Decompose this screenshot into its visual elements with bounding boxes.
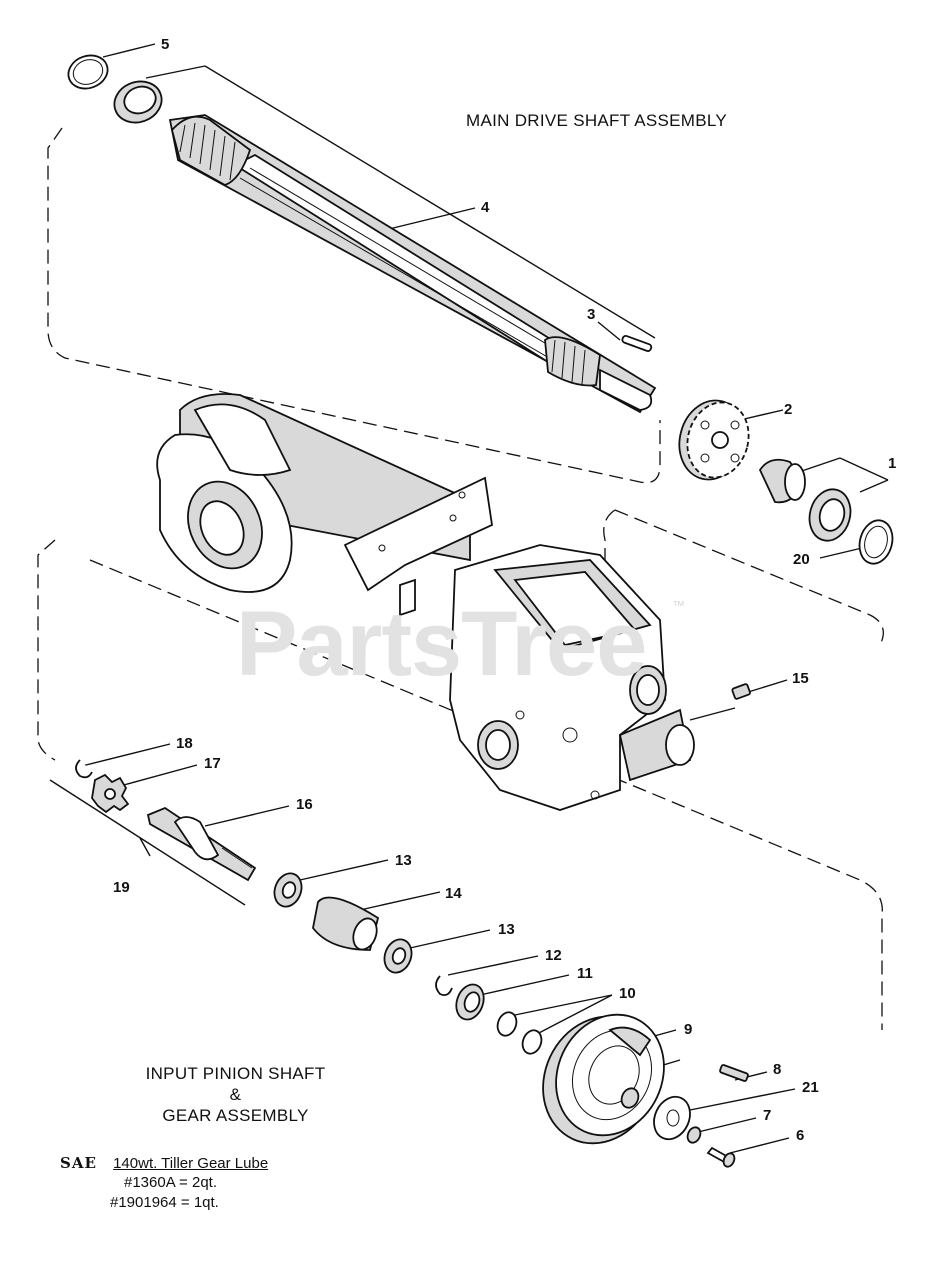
- callout-13-upper: 13: [395, 852, 412, 869]
- part-13-thrust-washer-a: [273, 872, 303, 908]
- callout-18: 18: [176, 735, 193, 752]
- main-drive-shaft-title: MAIN DRIVE SHAFT ASSEMBLY: [466, 111, 727, 130]
- callout-1: 1: [888, 455, 897, 472]
- part-7-lock-washer: [686, 1126, 702, 1144]
- callout-10: 10: [619, 985, 636, 1002]
- callout-8: 8: [773, 1061, 782, 1078]
- lube-note-product: 140wt. Tiller Gear Lube: [113, 1155, 269, 1172]
- part-10-ring-b: [521, 1029, 543, 1055]
- lube-note-line3: #1901964 = 1qt.: [110, 1194, 219, 1211]
- callout-5: 5: [161, 36, 170, 53]
- part-9-pulley: [542, 1013, 665, 1145]
- input-pinion-title-line2: GEAR ASSEMBLY: [162, 1106, 309, 1125]
- callout-16: 16: [296, 796, 313, 813]
- callout-4: 4: [481, 199, 490, 216]
- lube-note-line2: #1360A = 2qt.: [124, 1174, 218, 1191]
- part-21-washer: [653, 1095, 691, 1141]
- housing-group-outline: [603, 509, 884, 646]
- callout-14: 14: [445, 885, 462, 902]
- callout-17: 17: [204, 755, 221, 772]
- part-6-bolt: [706, 1146, 736, 1168]
- part-17-pinion-gear: [91, 773, 130, 814]
- callout-21: 21: [802, 1079, 819, 1096]
- callout-13-lower: 13: [498, 921, 515, 938]
- part-4-main-drive-shaft: [168, 114, 657, 414]
- part-13-thrust-washer-b: [383, 938, 413, 974]
- gearbox-housing: [156, 393, 695, 811]
- main-shaft-group-outline: [47, 127, 661, 484]
- part-2-gear: [678, 399, 750, 481]
- part-11-bearing: [455, 983, 485, 1021]
- callout-15: 15: [792, 670, 809, 687]
- input-pinion-title: INPUT PINION SHAFT & GEAR ASSEMBLY: [138, 1063, 333, 1126]
- watermark-trademark: ™: [672, 598, 685, 613]
- part-16-pinion-shaft: [146, 806, 257, 882]
- part-15-set-screw: [731, 683, 751, 700]
- part-18-e-clip: [75, 759, 93, 779]
- callout-19: 19: [113, 879, 130, 896]
- part-14-bushing: [312, 896, 380, 951]
- callout-9: 9: [684, 1021, 693, 1038]
- callout-3: 3: [587, 306, 596, 323]
- pinion-group-outline: [37, 539, 56, 761]
- part-1-bearing: [758, 458, 852, 542]
- lube-note-line1: SAE 140wt. Tiller Gear Lube: [60, 1154, 268, 1172]
- input-pinion-title-line1: INPUT PINION SHAFT &: [145, 1064, 326, 1104]
- partstree-watermark: PartsTree: [236, 593, 647, 695]
- callout-6: 6: [796, 1127, 805, 1144]
- part-12-e-clip: [435, 975, 453, 997]
- leader-lines: [49, 43, 889, 1154]
- callout-12: 12: [545, 947, 562, 964]
- bearing-cup: [113, 80, 163, 124]
- part-10-ring-a: [496, 1011, 518, 1037]
- callout-20: 20: [793, 551, 810, 568]
- callout-2: 2: [784, 401, 793, 418]
- part-20-retaining-ring: [858, 519, 894, 565]
- lube-note-sae: SAE: [60, 1154, 97, 1172]
- part-5-snap-ring: [67, 54, 109, 90]
- callout-11: 11: [577, 965, 593, 982]
- callout-7: 7: [763, 1107, 772, 1124]
- part-8-key: [719, 1064, 749, 1082]
- part-3-pin: [621, 334, 653, 352]
